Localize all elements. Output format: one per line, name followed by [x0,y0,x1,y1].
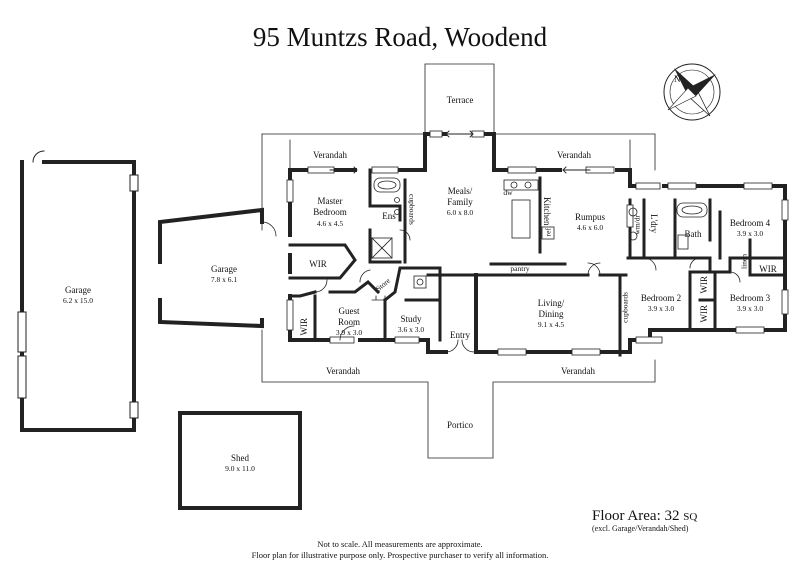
garage-detached-size: 6.2 x 15.0 [63,296,93,305]
shed-walls [178,411,302,510]
disclaimer-line-2: Floor plan for illustrative purpose only… [251,550,549,560]
garage-walls [158,207,264,329]
north-arrow-icon: N [663,63,721,121]
verandah-ne-label: Verandah [557,150,591,160]
terrace-label: Terrace [446,95,474,105]
bed4-name: Bedroom 4 [729,218,771,228]
bath-label: Bath [684,229,702,239]
kitchen-label: Kitchen [542,197,552,226]
living-name-1: Living/ [537,298,565,308]
sliding-doors [329,130,591,174]
rumpus-size: 4.6 x 6.0 [576,223,604,232]
verandah-sw-label: Verandah [326,366,360,376]
bed3-name: Bedroom 3 [729,293,771,303]
bed3-size: 3.9 x 3.0 [736,304,764,313]
wir-guest-label: WIR [299,318,309,336]
master-size: 4.6 x 4.5 [316,219,344,228]
portico-label: Portico [447,420,473,430]
floor-area: Floor Area: 32 SQ [592,508,697,525]
entry-label: Entry [450,330,470,340]
fixtures [371,177,708,301]
shed-size: 9.0 x 11.0 [225,464,255,473]
meals-name-1: Meals/ [447,186,473,196]
garage-name: Garage [211,264,237,274]
svg-text:N: N [674,74,681,84]
plan-title: 95 Muntzs Road, Woodend [252,22,548,52]
guest-size: 3.9 x 3.0 [335,328,363,337]
wm-dr-label: wm/dr [632,215,642,235]
shed-name: Shed [231,453,249,463]
wir-bed3-label: WIR [699,305,709,323]
dw-label: dw [503,188,513,197]
meals-size: 6.0 x 8.0 [446,208,474,217]
bed4-size: 3.9 x 3.0 [736,229,764,238]
linen-label: linen [739,254,749,269]
master-name-1: Master [317,196,343,206]
guest-name-1: Guest [338,306,360,316]
floor-area-label: Floor Area: 32 [592,508,680,524]
bed2-size: 3.9 x 3.0 [647,304,675,313]
garage-detached-name: Garage [65,285,91,295]
garage-size: 7.8 x 6.1 [210,275,238,284]
living-size: 9.1 x 4.5 [537,320,565,329]
windows [286,130,789,356]
interior-walls [288,168,787,357]
disclaimer-line-1: Not to scale. All measurements are appro… [317,539,483,549]
door-swings [261,221,741,353]
master-name-2: Bedroom [313,207,347,217]
verandah-nw-label: Verandah [313,150,347,160]
study-size: 3.6 x 3.0 [397,325,425,334]
verandah-se-label: Verandah [561,366,595,376]
bed2-name: Bedroom 2 [640,293,682,303]
wir-bed4-label: WIR [759,264,777,274]
study-name: Study [400,314,422,324]
wir-bed2-label: WIR [699,276,709,294]
garage-detached-door [17,150,139,419]
guest-name-2: Room [337,317,361,327]
ens-label: Ens [382,211,396,221]
floor-area-note: (excl. Garage/Verandah/Shed) [592,524,689,533]
ref-label: ref [543,228,553,237]
living-name-2: Dining [538,309,564,319]
rumpus-name: Rumpus [574,212,606,222]
meals-name-2: Family [447,197,473,207]
wir-master-label: WIR [309,259,327,269]
pantry-label: pantry [510,264,530,273]
floor-area-unit: SQ [683,511,698,523]
ens-cupboards-label: cupboards [407,194,417,225]
laundry-label: L'dry [649,214,659,234]
living-cupboards-label: cupboards [620,292,630,323]
